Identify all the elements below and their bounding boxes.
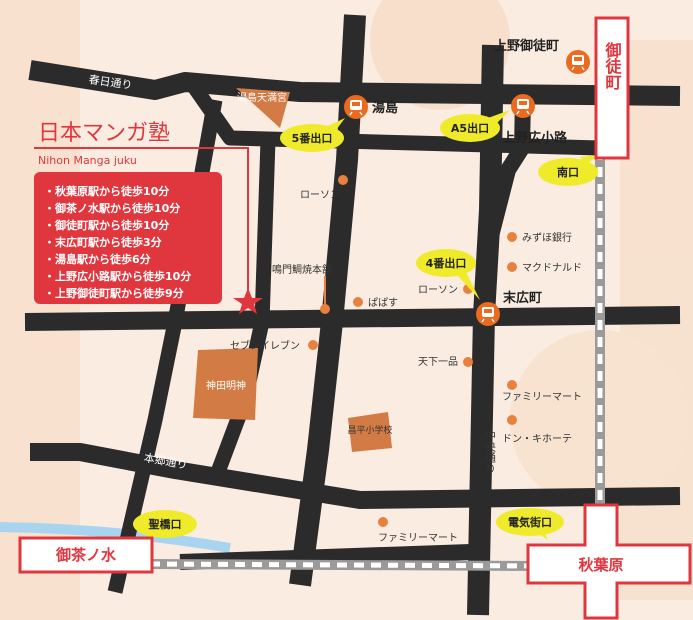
access-box — [34, 172, 222, 304]
dot-icon — [353, 297, 363, 307]
denkigai-bubble[interactable]: 電気街口 — [496, 508, 564, 540]
school-name-jp: 日本マンガ塾 — [38, 121, 170, 146]
minamiguchi-bubble[interactable]: 南口 — [538, 155, 600, 186]
station-ueno-hirokoji-label: 上野広小路 — [502, 130, 568, 146]
access-line: ・湯島駅から徒歩6分 — [44, 252, 151, 266]
dot-icon — [338, 175, 348, 185]
dot-icon — [463, 357, 473, 367]
road-kasuga-dori — [28, 60, 681, 106]
poi-mizuho: みずほ銀行 — [522, 231, 572, 244]
poi-tenkaippin: 天下一品 — [418, 356, 458, 368]
exit-a5-label: A5出口 — [451, 121, 489, 135]
poi-donki: ドン・キホーテ — [502, 433, 572, 445]
station-akihabara-label: 秋葉原 — [578, 556, 623, 574]
station-suehirocho-label: 末広町 — [502, 290, 542, 306]
road-connector — [482, 97, 531, 242]
poi-familymart-south: ファミリーマート — [378, 533, 458, 544]
road-kuramae-bashi — [24, 306, 681, 331]
shohei-school-label: 昌平小学校 — [347, 424, 392, 436]
school-name-en: Nihon Manga juku — [38, 154, 137, 167]
shohei-school-shape — [348, 412, 392, 452]
access-line: ・上野御徒町駅から徒歩9分 — [44, 286, 184, 300]
kanda-myojin-shape — [193, 348, 258, 420]
star-icon[interactable] — [233, 288, 263, 314]
panel-leader-line — [34, 147, 249, 290]
poi-lawson-suehiro: ローソン — [418, 285, 458, 296]
poi-lawson-yushima: ローソン — [300, 190, 340, 201]
minamiguchi-label: 南口 — [557, 165, 579, 179]
access-line: ・秋葉原駅から徒歩10分 — [44, 184, 169, 198]
naruto-taiyaki-label: 鳴門鯛焼本舗 — [272, 263, 332, 276]
station-ochanomizu-label: 御茶ノ水 — [55, 546, 117, 564]
train-icon[interactable] — [344, 95, 368, 119]
dot-icon — [320, 304, 330, 314]
train-icon[interactable] — [566, 50, 590, 74]
akihabara-station-marker[interactable]: 秋葉原 — [526, 503, 692, 620]
yushima-tenjin-label: 湯島天満宮 — [237, 91, 287, 104]
train-icon[interactable] — [511, 94, 535, 118]
dot-icon — [507, 232, 517, 242]
exit-5-bubble[interactable]: 5番出口 — [280, 118, 345, 152]
street-label-kasuga: 春日通り — [88, 73, 133, 92]
exit-4-label: 4番出口 — [426, 256, 467, 270]
exit-5-label: 5番出口 — [292, 131, 333, 145]
okachimachi-station-marker[interactable]: 御徒町 — [594, 16, 630, 160]
kanda-myojin-label: 神田明神 — [206, 379, 246, 392]
hijiribashi-bubble[interactable]: 聖橋口 — [133, 510, 197, 540]
rail-lines — [149, 150, 605, 571]
access-line: ・上野広小路駅から徒歩10分 — [44, 269, 191, 283]
exit-a5-bubble[interactable]: A5出口 — [440, 110, 510, 142]
river — [0, 522, 231, 553]
access-line: ・御徒町駅から徒歩10分 — [44, 218, 169, 232]
train-icon[interactable] — [476, 302, 500, 326]
ochanomizu-station-marker[interactable]: 御茶ノ水 — [18, 536, 154, 574]
dot-icon — [507, 415, 517, 425]
poi-seven-eleven: セブンイレブン — [230, 339, 300, 352]
dot-icon — [507, 380, 517, 390]
access-line: ・末広町駅から徒歩3分 — [44, 235, 162, 249]
road-hongo-dori — [30, 443, 681, 509]
poi-familymart-chuo: ファミリーマート — [502, 392, 582, 403]
dot-icon — [507, 262, 517, 272]
station-okachimachi-label: 御徒町 — [603, 41, 623, 91]
poi-group: ローソン みずほ銀行 マクドナルド ローソン ぱぱす セブンイレブン 天下一品 … — [230, 175, 582, 544]
denkigai-label: 電気街口 — [508, 515, 552, 529]
dot-icon — [308, 340, 318, 350]
access-line: ・御茶ノ水駅から徒歩10分 — [44, 201, 180, 215]
poi-mcdonalds: マクドナルド — [522, 262, 582, 274]
hijiribashi-label: 聖橋口 — [149, 517, 182, 531]
dot-icon — [378, 517, 388, 527]
street-label-chuo: 中央通り — [484, 430, 497, 474]
station-ueno-okachimachi-label: 上野御徒町 — [494, 38, 559, 54]
exit-4-bubble[interactable]: 4番出口 — [416, 249, 480, 300]
yushima-tenjin-shape — [236, 88, 290, 128]
rail-sobu-horizontal-ties — [149, 561, 541, 569]
school-info-panel: 日本マンガ塾 Nihon Manga juku ・秋葉原駅から徒歩10分 ・御茶… — [34, 121, 249, 304]
station-yushima-label: 湯島 — [372, 100, 398, 116]
poi-papasu: ぱぱす — [368, 297, 398, 309]
